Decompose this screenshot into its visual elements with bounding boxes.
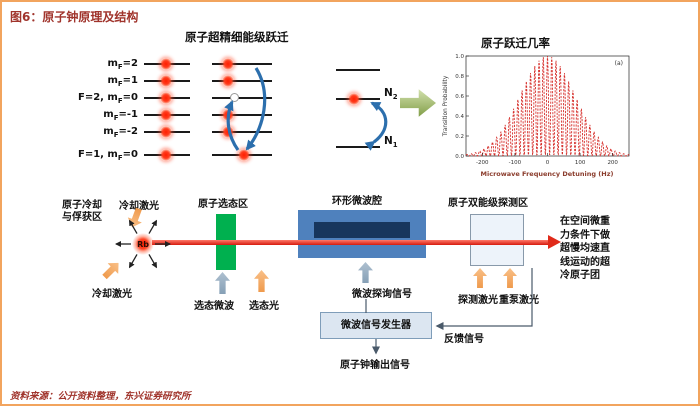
atom-dot xyxy=(222,126,234,138)
detection-laser-label: 探测激光 xyxy=(458,295,498,306)
atom-dot xyxy=(160,149,172,161)
chart-title: 原子跃迁几率 xyxy=(481,36,550,50)
cooling-laser-label-bottom: 冷却激光 xyxy=(92,289,132,300)
atom-dot xyxy=(238,149,250,161)
atom-dot xyxy=(348,93,360,105)
energy-level-line xyxy=(212,80,272,82)
energy-level-label: F=2, mF=0 xyxy=(77,92,138,105)
atom-dot xyxy=(222,58,234,70)
energy-level-label: mF=-2 xyxy=(103,126,138,139)
svg-text:0: 0 xyxy=(546,160,550,166)
chart-y-axis-label: Transition Probability xyxy=(443,75,449,137)
svg-text:0.2: 0.2 xyxy=(455,134,464,140)
cooling-zone-label: 与俘获区 xyxy=(62,212,102,223)
selection-light-arrow-icon xyxy=(254,270,269,292)
atom-dot xyxy=(160,58,172,70)
repump-laser-arrow-icon xyxy=(503,268,517,288)
n2-label: N2 xyxy=(384,87,398,102)
svg-text:0.0: 0.0 xyxy=(455,154,464,160)
atom-cloud-note: 在空间微重力条件下做超慢均速直线运动的超冷原子团 xyxy=(560,216,610,281)
interrogation-signal-label: 微波探询信号 xyxy=(352,289,412,300)
detection-laser-arrow-icon xyxy=(473,268,487,288)
chart-x-axis-label: Microwave Frequency Detuning (Hz) xyxy=(481,170,614,178)
selection-microwave-arrow-icon xyxy=(215,272,230,294)
atom-dot xyxy=(222,75,234,87)
cooling-zone-label: 原子冷却 xyxy=(62,200,102,211)
energy-level-line xyxy=(336,69,380,71)
svg-text:100: 100 xyxy=(575,160,586,166)
atom-beam xyxy=(152,240,548,245)
chart-frame xyxy=(465,55,630,157)
svg-text:0.4: 0.4 xyxy=(455,114,464,120)
ramsey-fringe-curve xyxy=(465,55,630,157)
svg-text:200: 200 xyxy=(607,160,618,166)
svg-text:-100: -100 xyxy=(509,160,522,166)
output-signal-label: 原子钟输出信号 xyxy=(340,360,410,371)
atom-dot xyxy=(160,92,172,104)
chart-annotation: (a) xyxy=(615,60,623,67)
rb-atom-label: Rb xyxy=(137,240,149,249)
feedback-signal-label: 反馈信号 xyxy=(444,334,484,345)
energy-level-line xyxy=(212,97,272,99)
transition-probability-chart: -200 -100 0 100 200 0.0 0.2 0.4 0.6 0.8 1.0 Transi… xyxy=(443,54,630,178)
generator-box: 微波信号发生器 xyxy=(320,312,432,339)
energy-level-line xyxy=(212,63,272,65)
generator-label: 微波信号发生器 xyxy=(341,320,411,331)
atom-beam-arrowhead-icon xyxy=(548,235,561,249)
stage-arrow-icon xyxy=(400,89,436,117)
selection-light-label: 选态光 xyxy=(249,301,279,312)
cooling-laser-label-top: 冷却激光 xyxy=(119,201,159,212)
energy-level-line xyxy=(212,114,272,116)
atom-dot xyxy=(160,126,172,138)
atom-dot xyxy=(160,109,172,121)
energy-level-label: mF=1 xyxy=(107,75,138,88)
detection-zone-label: 原子双能级探测区 xyxy=(448,198,528,209)
energy-level-label: F=1, mF=0 xyxy=(77,149,138,162)
svg-text:-200: -200 xyxy=(476,160,489,166)
atom-dot xyxy=(160,75,172,87)
energy-level-label: mF=2 xyxy=(107,58,138,71)
cavity-label: 环形微波腔 xyxy=(332,196,382,207)
selection-microwave-label: 选态微波 xyxy=(194,301,234,312)
svg-text:0.6: 0.6 xyxy=(455,94,464,100)
svg-text:0.8: 0.8 xyxy=(455,74,464,80)
n1-label: N1 xyxy=(384,135,398,150)
energy-level-line xyxy=(336,146,380,148)
figure-title: 图6：原子钟原理及结构 xyxy=(10,10,139,24)
atom-dot xyxy=(222,109,234,121)
energy-level-line xyxy=(212,131,272,133)
selection-zone-label: 原子选态区 xyxy=(198,199,248,210)
empty-state-dot xyxy=(230,93,239,102)
interrogation-signal-arrow-icon xyxy=(358,262,373,283)
cooling-laser-arrow-bottom-icon xyxy=(99,258,124,283)
chart-ticks: -200 -100 0 100 200 0.0 0.2 0.4 0.6 0.8 1.0 xyxy=(455,54,618,166)
cavity-inner-electrode xyxy=(314,222,410,238)
repump-laser-label: 重泵激光 xyxy=(499,295,539,306)
energy-level-label: mF=-1 xyxy=(103,109,138,122)
svg-text:1.0: 1.0 xyxy=(455,54,464,60)
source-note: 资料来源：公开资料整理，东兴证券研究所 xyxy=(10,391,191,402)
energy-heading: 原子超精细能级跃迁 xyxy=(185,30,289,44)
